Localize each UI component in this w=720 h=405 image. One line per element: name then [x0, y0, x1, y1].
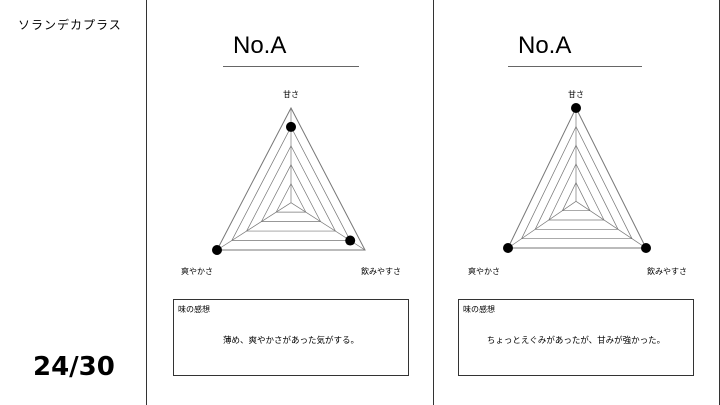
radar-grid-ring	[246, 145, 336, 232]
comment-label: 味の感想	[463, 305, 495, 314]
brand-label: ソランデカプラス	[18, 18, 122, 32]
radar-spoke	[575, 201, 647, 249]
radar-grid-ring	[507, 106, 647, 249]
radar-chart	[212, 106, 366, 255]
comment-box: 味の感想 ちょっとえぐみがあったが、甘みが強かった。	[458, 299, 694, 376]
rating-point-refreshing	[212, 245, 222, 255]
rating-point-drinkability	[641, 243, 651, 253]
radar-grid	[507, 106, 647, 249]
radar-grid-ring	[231, 126, 351, 241]
comment-label: 味の感想	[178, 305, 210, 314]
radar-grid-ring	[534, 144, 619, 230]
axis-label-refreshing: 爽やかさ	[468, 267, 500, 276]
radar-spokes	[507, 108, 647, 249]
radar-grid-ring	[521, 125, 633, 240]
sample-title: No.A	[518, 32, 572, 59]
rating-point-drinkability	[345, 235, 356, 246]
title-underline	[508, 66, 642, 67]
radar-grid-ring	[260, 164, 322, 222]
axis-label-sweetness: 甘さ	[283, 90, 299, 99]
radar-spoke	[507, 201, 577, 249]
axis-label-refreshing: 爽やかさ	[181, 267, 213, 276]
radar-grid-ring	[548, 163, 605, 221]
comment-box: 味の感想 薄め、爽やかさがあった気がする。	[173, 299, 409, 376]
radar-grid	[216, 106, 366, 251]
page-counter: 24/30	[33, 352, 115, 382]
axis-label-sweetness: 甘さ	[568, 90, 584, 99]
title-underline	[223, 66, 359, 67]
rating-point-sweetness	[286, 121, 296, 132]
radar-grid-ring	[216, 106, 366, 251]
rating-point-refreshing	[503, 243, 513, 253]
axis-label-drinkability: 飲みやすさ	[647, 267, 687, 276]
rating-point-sweetness	[571, 103, 581, 113]
axis-label-drinkability: 飲みやすさ	[361, 267, 401, 276]
radar-grid-ring	[275, 182, 307, 213]
radar-chart	[503, 103, 651, 253]
sample-title: No.A	[233, 32, 287, 59]
comment-text: 薄め、爽やかさがあった気がする。	[222, 336, 359, 346]
tasting-sheet-1: No.A 甘さ 飲みやすさ 爽やかさ 味の感想 薄め、爽やかさがあった気がする。	[146, 0, 434, 405]
comment-text: ちょっとえぐみがあったが、甘みが強かった。	[486, 336, 666, 346]
radar-spoke	[216, 202, 292, 251]
radar-grid-ring	[561, 181, 591, 212]
tasting-sheet-2: No.A 甘さ 飲みやすさ 爽やかさ 味の感想 ちょっとえぐみがあったが、甘みが…	[434, 0, 720, 405]
